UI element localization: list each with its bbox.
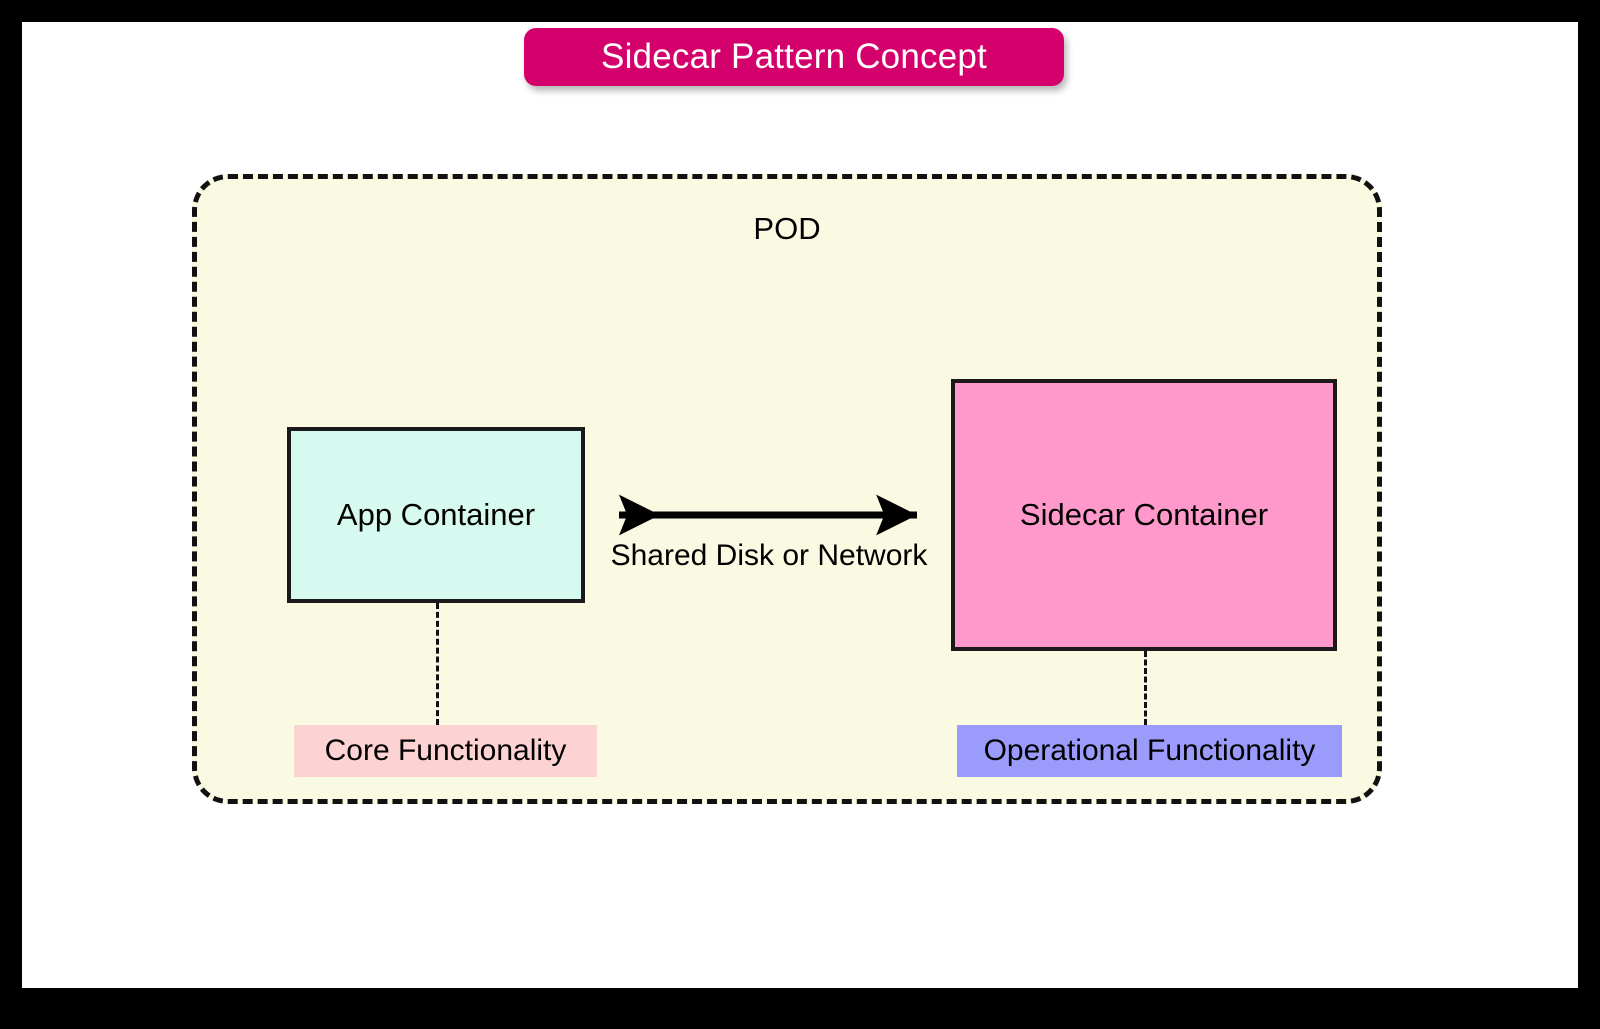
core-functionality-tag[interactable]: Core Functionality (294, 725, 597, 777)
title-banner: Sidecar Pattern Concept (524, 28, 1064, 86)
operational-functionality-label: Operational Functionality (983, 734, 1316, 767)
sidecar-container-label: Sidecar Container (1019, 497, 1269, 532)
app-container-box[interactable]: App Container (287, 427, 585, 603)
sidecar-container-box[interactable]: Sidecar Container (951, 379, 1337, 651)
operational-functionality-tag[interactable]: Operational Functionality (957, 725, 1342, 777)
shared-link-arrow-icon (619, 494, 917, 536)
app-to-core-connector (436, 603, 439, 725)
pod-label: POD (753, 211, 821, 246)
app-container-label: App Container (336, 497, 536, 532)
page-title: Sidecar Pattern Concept (601, 37, 987, 76)
pod-boundary: POD App Container Sidecar Container (192, 174, 1382, 804)
sidecar-to-operational-connector (1144, 651, 1147, 725)
shared-link-label: Shared Disk or Network (610, 539, 928, 572)
core-functionality-label: Core Functionality (324, 734, 567, 767)
diagram-canvas: Sidecar Pattern Concept POD App Containe… (22, 22, 1578, 988)
